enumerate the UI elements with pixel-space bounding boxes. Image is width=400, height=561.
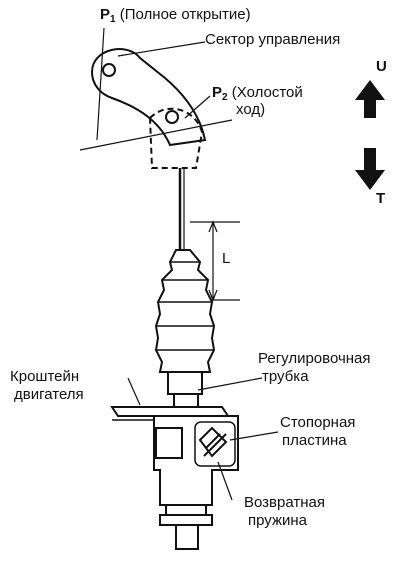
arrow-down-icon bbox=[355, 148, 385, 190]
label-u: U bbox=[376, 58, 387, 75]
label-p2-line2: ход) bbox=[236, 101, 266, 118]
label-adjust-1: Регулировочная bbox=[258, 350, 371, 367]
return-spring bbox=[198, 426, 228, 458]
label-bracket-1: Кроштейн bbox=[10, 368, 80, 385]
adjust-tube-upper bbox=[167, 371, 203, 395]
label-p1: P1 (Полное открытие) bbox=[100, 6, 251, 25]
label-bracket-2: двигателя bbox=[14, 386, 84, 403]
bellows-ribs bbox=[156, 261, 214, 351]
actuator-body bbox=[153, 415, 239, 506]
label-spring-2: пружина bbox=[248, 512, 308, 529]
p2-leader bbox=[184, 95, 211, 119]
label-p2: P2 (Холостой bbox=[212, 84, 303, 103]
control-sector-dashed bbox=[148, 107, 204, 169]
label-t: T bbox=[376, 190, 386, 207]
dim-arrows bbox=[208, 220, 218, 302]
pivot-p2 bbox=[165, 110, 179, 124]
end-pin bbox=[175, 524, 199, 550]
arrow-up-icon bbox=[355, 80, 385, 118]
label-lock-2: пластина bbox=[282, 432, 347, 449]
lock-plate bbox=[194, 421, 236, 467]
p2-ref-line bbox=[79, 119, 233, 151]
engine-bracket bbox=[110, 406, 230, 417]
bellows bbox=[154, 249, 216, 373]
body-window bbox=[155, 427, 183, 459]
label-lock-1: Стопорная bbox=[280, 414, 356, 431]
p1-ref-line bbox=[96, 27, 105, 141]
sector-leader bbox=[117, 41, 206, 57]
label-adjust-2: трубка bbox=[262, 368, 309, 385]
label-l: L bbox=[222, 250, 231, 267]
pivot-p1 bbox=[102, 63, 116, 77]
label-sector: Сектор управления bbox=[205, 31, 341, 48]
label-spring-1: Возвратная bbox=[244, 494, 325, 511]
